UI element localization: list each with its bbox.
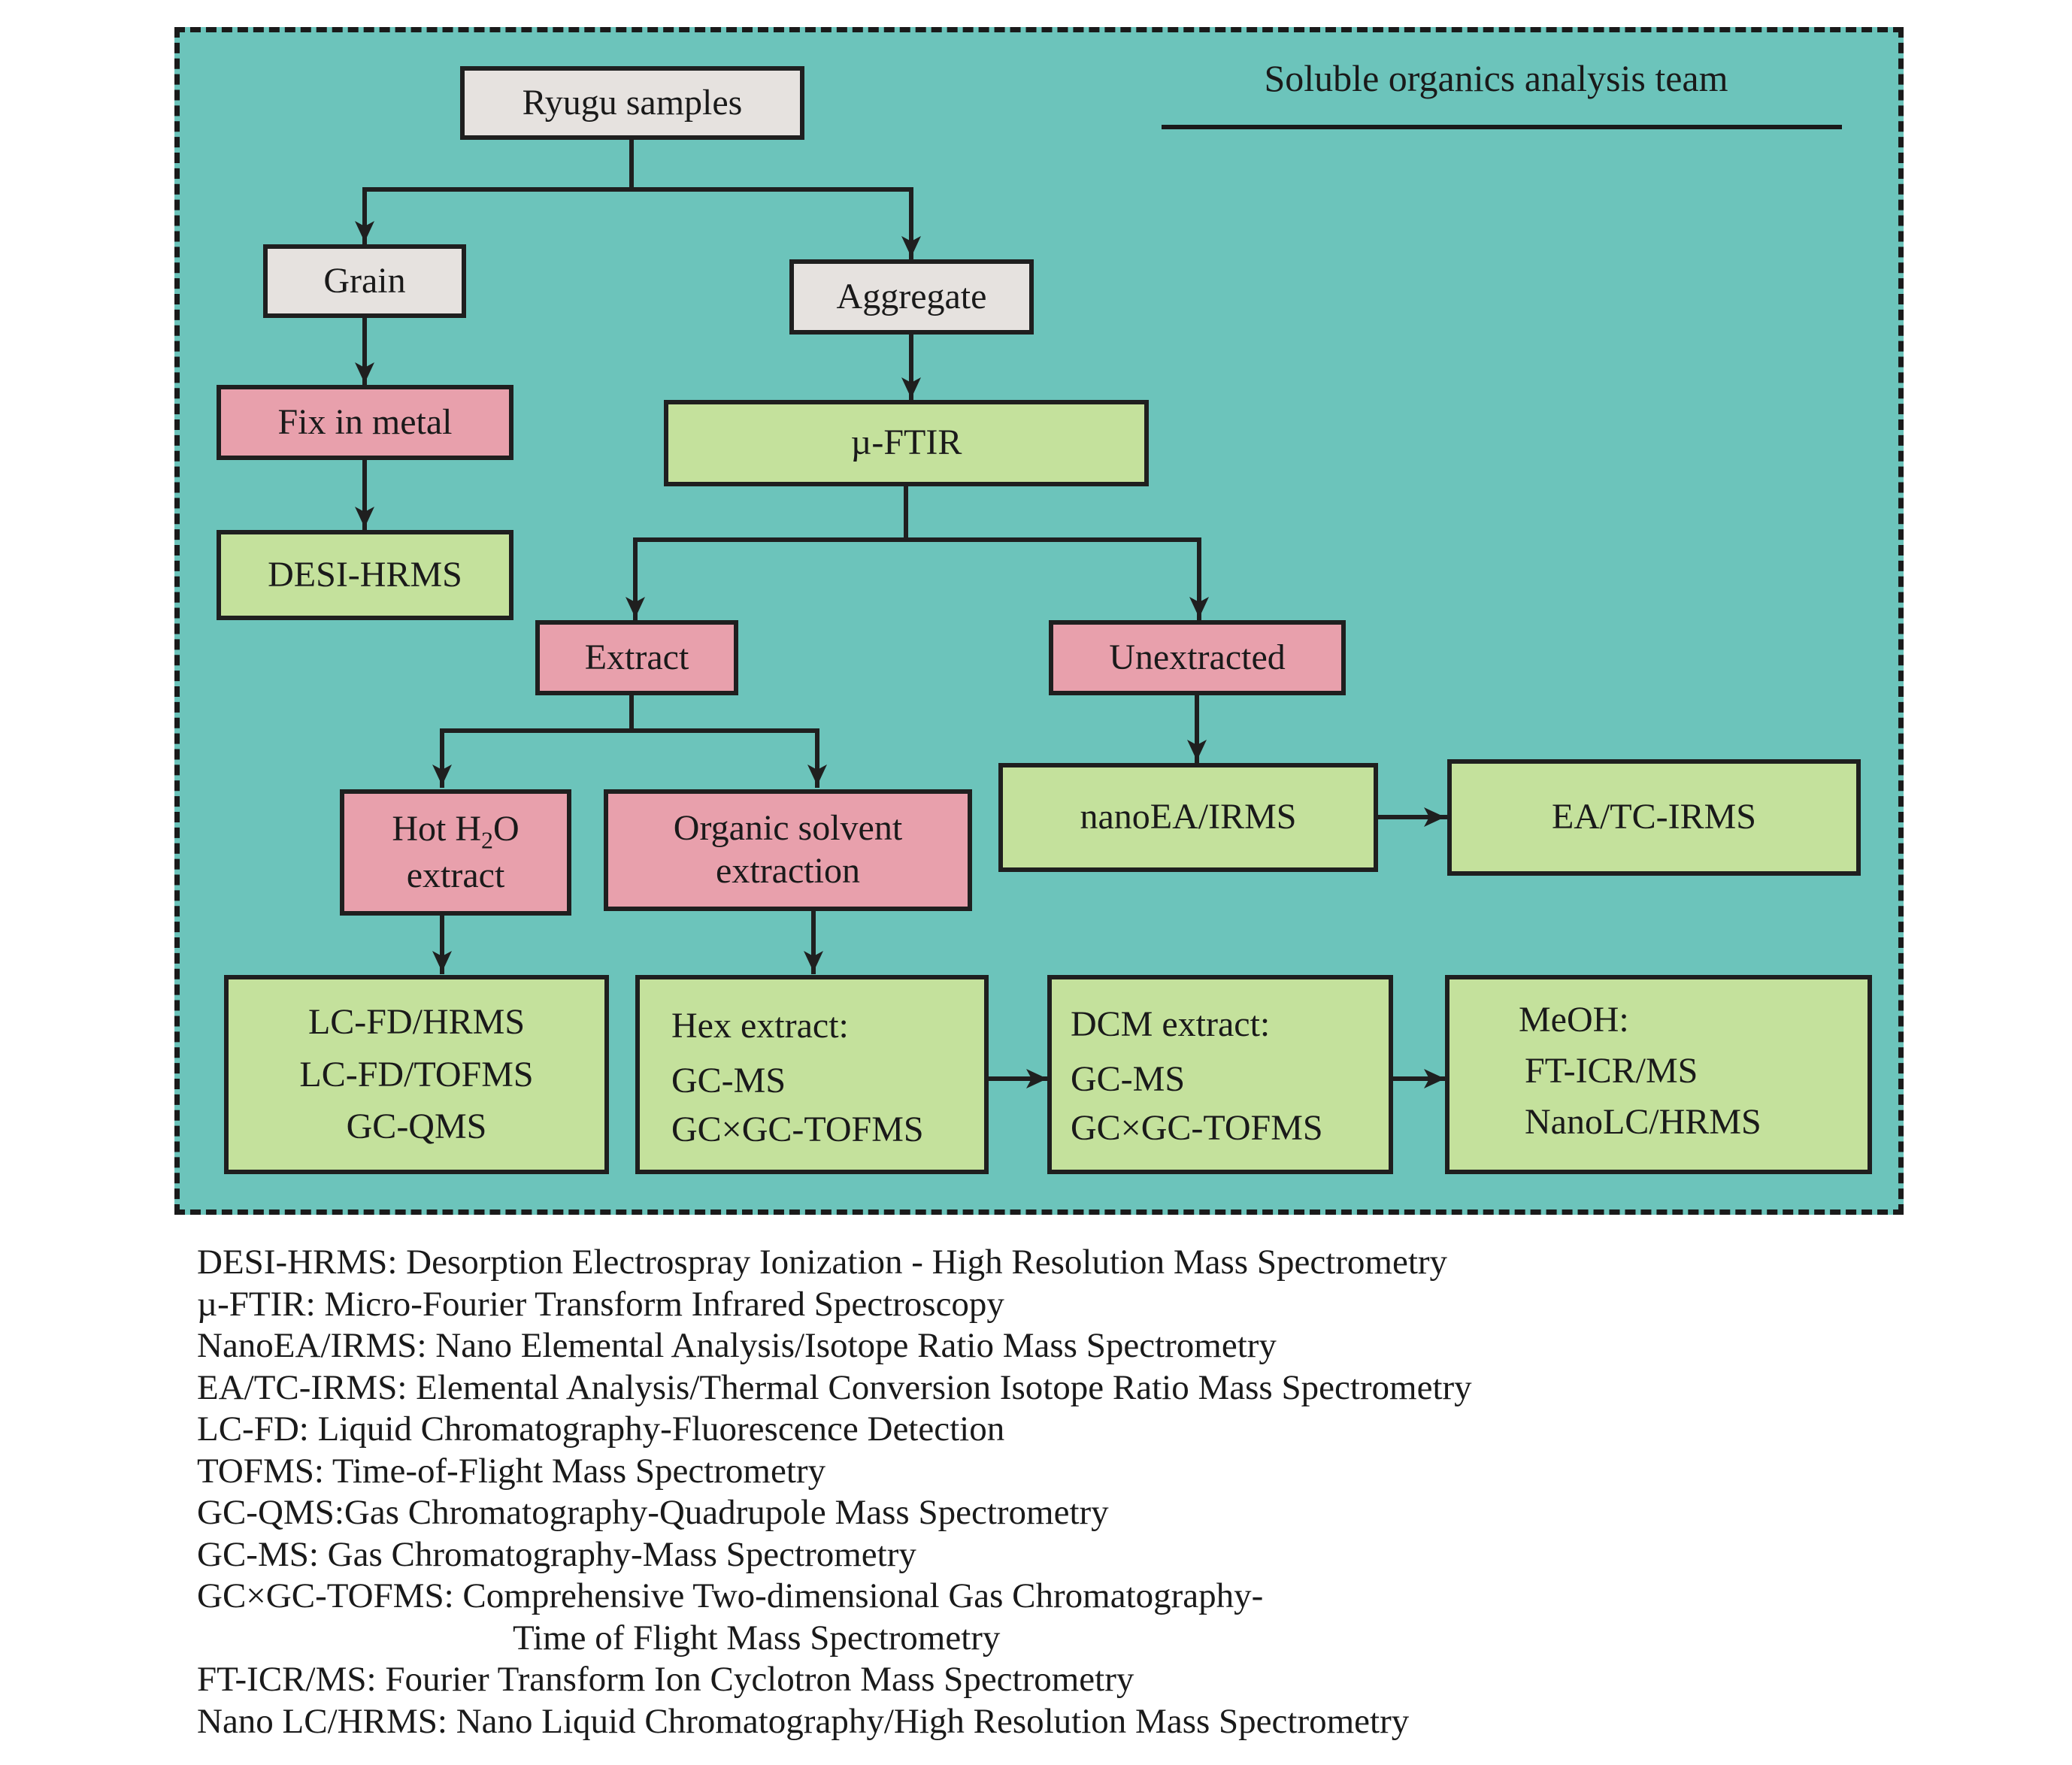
node-meoh-line2: NanoLC/HRMS — [1525, 1102, 1762, 1143]
node-ea-tc-irms-label: EA/TC-IRMS — [1551, 797, 1756, 837]
node-hex-title: Hex extract: — [671, 1006, 849, 1046]
connector-ftir-split — [633, 483, 1201, 542]
node-organic-solvent-line2: extraction — [716, 851, 860, 891]
node-dcm-title: DCM extract: — [1071, 1004, 1271, 1044]
node-mu-ftir: µ-FTIR — [664, 400, 1149, 486]
node-organic-solvent-line1: Organic solvent — [673, 808, 903, 849]
node-meoh-title: MeOH: — [1519, 1000, 1629, 1040]
team-title-underline — [1162, 125, 1842, 129]
node-fix-in-metal: Fix in metal — [217, 385, 513, 460]
node-ea-tc-irms: EA/TC-IRMS — [1447, 759, 1861, 876]
glossary-entry: NanoEA/IRMS: Nano Elemental Analysis/Iso… — [197, 1326, 1277, 1365]
node-lc-line3: GC-QMS — [346, 1107, 487, 1147]
glossary-entry: LC-FD: Liquid Chromatography-Fluorescenc… — [197, 1409, 1005, 1449]
node-aggregate: Aggregate — [789, 259, 1034, 335]
glossary-entry: EA/TC-IRMS: Elemental Analysis/Thermal C… — [197, 1367, 1472, 1407]
glossary-entry: FT-ICR/MS: Fourier Transform Ion Cyclotr… — [197, 1660, 1134, 1699]
glossary-entry: GC×GC-TOFMS: Comprehensive Two-dimension… — [197, 1576, 1264, 1615]
glossary-entry: TOFMS: Time-of-Flight Mass Spectrometry — [197, 1451, 826, 1491]
node-hex-line2: GC×GC-TOFMS — [671, 1109, 924, 1149]
glossary-entry: GC-QMS:Gas Chromatography-Quadrupole Mas… — [197, 1493, 1109, 1532]
node-grain: Grain — [263, 244, 466, 318]
node-hex-line1: GC-MS — [671, 1060, 786, 1100]
node-hot-water-line2: extract — [406, 855, 505, 895]
node-mu-ftir-label: µ-FTIR — [850, 422, 962, 463]
node-lc-line2: LC-FD/TOFMS — [299, 1054, 534, 1094]
connector-extract-split — [440, 693, 819, 733]
glossary-entry-continuation: Time of Flight Mass Spectrometry — [513, 1618, 1001, 1658]
node-unextracted: Unextracted — [1049, 620, 1346, 695]
node-fix-in-metal-label: Fix in metal — [277, 401, 453, 442]
node-meoh: MeOH: FT-ICR/MS NanoLC/HRMS — [1445, 975, 1872, 1174]
glossary-entry: DESI-HRMS: Desorption Electrospray Ioniz… — [197, 1243, 1448, 1282]
node-hex-extract: Hex extract: GC-MS GC×GC-TOFMS — [635, 975, 989, 1174]
node-desi-hrms: DESI-HRMS — [217, 530, 513, 620]
node-extract-label: Extract — [584, 637, 689, 677]
node-nanoea-irms: nanoEA/IRMS — [998, 763, 1378, 872]
node-lc-analyses: LC-FD/HRMS LC-FD/TOFMS GC-QMS — [224, 975, 609, 1174]
node-ryugu-samples-label: Ryugu samples — [522, 82, 743, 123]
node-organic-solvent-extraction: Organic solvent extraction — [604, 789, 972, 911]
node-hot-water-extract: Hot H2O extract — [340, 789, 571, 916]
glossary-entry: GC-MS: Gas Chromatography-Mass Spectrome… — [197, 1534, 916, 1574]
node-dcm-line2: GC×GC-TOFMS — [1071, 1107, 1323, 1148]
node-hot-water-line1: Hot H2O — [392, 808, 520, 854]
node-aggregate-label: Aggregate — [836, 276, 987, 316]
connector-ryugu-split — [362, 137, 913, 192]
node-desi-hrms-label: DESI-HRMS — [268, 554, 462, 595]
glossary-entry: Nano LC/HRMS: Nano Liquid Chromatography… — [197, 1701, 1410, 1741]
node-nanoea-irms-label: nanoEA/IRMS — [1080, 797, 1297, 837]
node-extract: Extract — [535, 620, 738, 695]
node-ryugu-samples: Ryugu samples — [460, 66, 804, 140]
node-dcm-line1: GC-MS — [1071, 1058, 1186, 1099]
node-unextracted-label: Unextracted — [1109, 637, 1286, 677]
abbreviation-glossary: DESI-HRMS: Desorption Electrospray Ioniz… — [197, 1242, 1472, 1742]
team-title: Soluble organics analysis team — [1264, 57, 1728, 99]
node-dcm-extract: DCM extract: GC-MS GC×GC-TOFMS — [1047, 975, 1393, 1174]
node-meoh-line1: FT-ICR/MS — [1525, 1051, 1698, 1091]
node-lc-line1: LC-FD/HRMS — [307, 1002, 526, 1043]
glossary-entry: µ-FTIR: Micro-Fourier Transform Infrared… — [197, 1284, 1004, 1324]
node-grain-label: Grain — [323, 260, 406, 301]
